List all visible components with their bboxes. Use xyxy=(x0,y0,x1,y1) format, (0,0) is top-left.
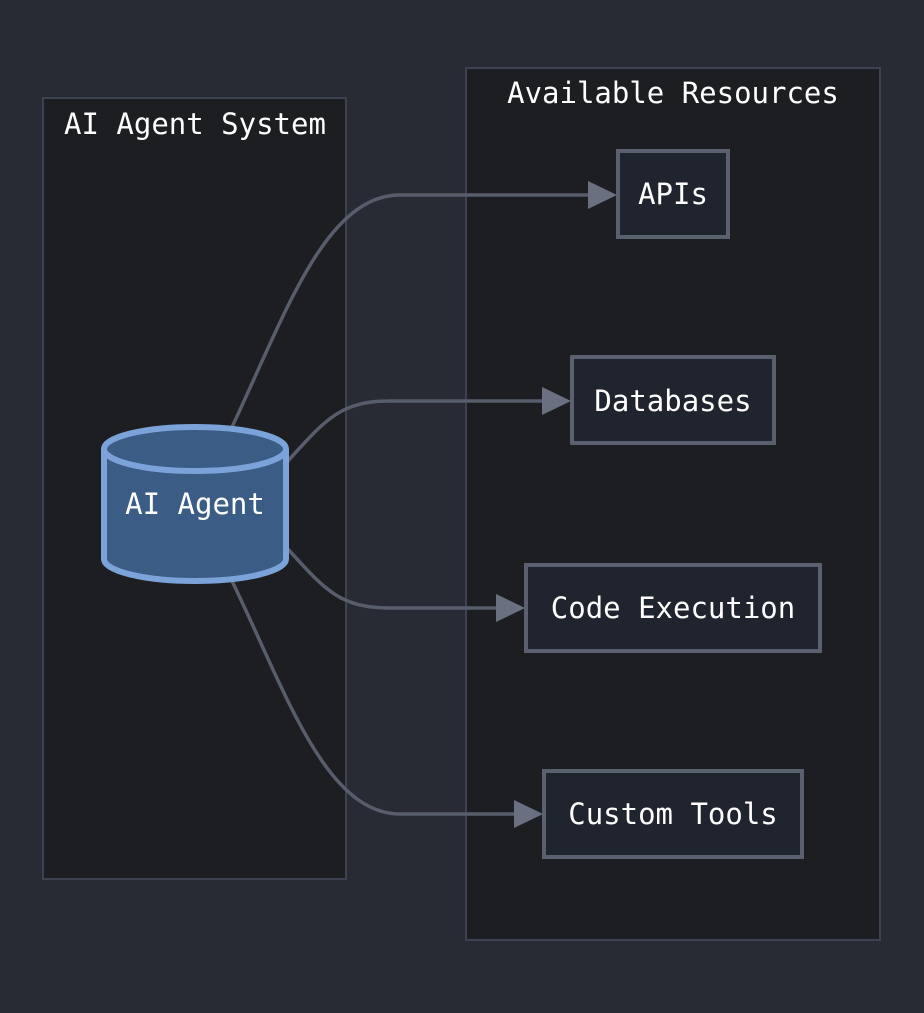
databases-box xyxy=(570,355,776,445)
custom-tools-box xyxy=(542,769,804,859)
apis-label: APIs xyxy=(638,177,708,211)
edge-agent-to-databases xyxy=(285,399,545,464)
cluster-available-resources-title: Available Resources xyxy=(507,76,839,110)
apis-box xyxy=(616,149,730,239)
cluster-ai-agent-system-title: AI Agent System xyxy=(64,107,326,141)
edge-agent-to-code-execution-arrowhead xyxy=(496,594,525,622)
node-ai-agent[interactable]: AI Agent xyxy=(101,424,289,584)
ai-agent-label: AI Agent xyxy=(125,487,265,521)
node-custom-tools[interactable]: Custom Tools xyxy=(542,769,804,859)
code-execution-label: Code Execution xyxy=(551,591,795,625)
edge-agent-to-custom-tools xyxy=(230,580,516,816)
node-code-execution[interactable]: Code Execution xyxy=(524,563,822,653)
edge-agent-to-databases-arrowhead xyxy=(542,387,571,415)
edge-agent-to-code-execution xyxy=(285,546,498,610)
databases-label: Databases xyxy=(594,384,751,418)
code-execution-box xyxy=(524,563,822,653)
node-databases[interactable]: Databases xyxy=(570,355,776,445)
ai-agent-database-top-rim xyxy=(101,448,289,474)
edges xyxy=(230,181,617,828)
edge-agent-to-apis xyxy=(230,193,590,428)
edge-agent-to-apis-arrowhead xyxy=(588,181,617,209)
node-apis[interactable]: APIs xyxy=(616,149,730,239)
custom-tools-label: Custom Tools xyxy=(568,797,778,831)
edge-agent-to-custom-tools-arrowhead xyxy=(514,800,543,828)
